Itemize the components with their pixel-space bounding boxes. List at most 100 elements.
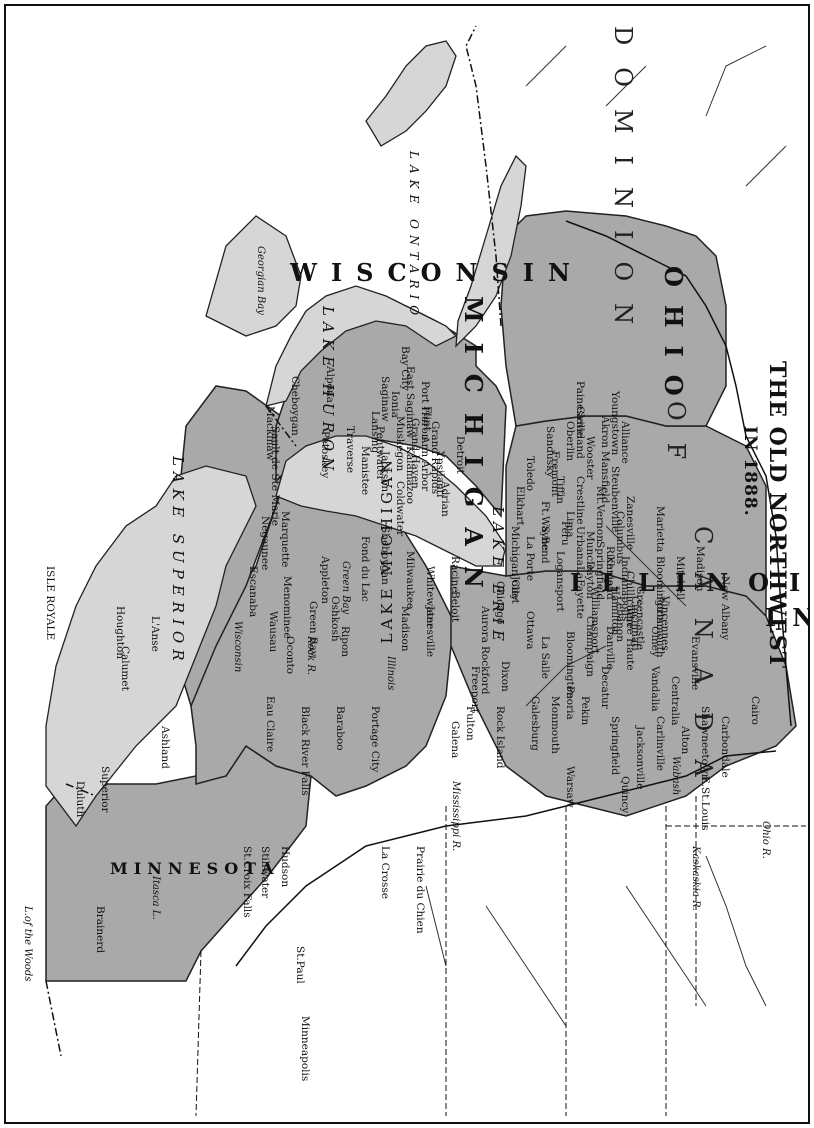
city-bay-city: Bay City: [399, 346, 411, 391]
mississippi-label: Mississippi R.: [450, 781, 461, 852]
georgian-bay-label: Georgian Bay: [255, 246, 266, 315]
city-st-croix-falls: St.Croix Falls: [241, 846, 253, 918]
city-elkhart: Elkhart: [514, 486, 526, 526]
city-superior: Superior: [99, 766, 111, 813]
city-new-albany: New Albany: [719, 576, 731, 641]
city-carbondale: Carbondale: [719, 716, 731, 778]
city-carlinville: Carlinville: [654, 716, 666, 772]
city-zanesville: Zanesville: [624, 496, 636, 551]
city-beloit: Beloit: [449, 591, 461, 623]
map-subtitle: IN 1888.: [740, 426, 760, 517]
city-monmouth: Monmouth: [549, 696, 561, 754]
state-indiana: INDIANA: [765, 603, 808, 632]
lake-of-woods-label: L.of the Woods: [22, 906, 33, 982]
city-urbana: Urbana: [574, 526, 586, 566]
city-ripon: Ripon: [339, 626, 351, 658]
city-shawneetown: Shawneetown: [699, 706, 711, 781]
city-pekin: Pekin: [579, 696, 591, 726]
city-logansport: Logansport: [554, 551, 566, 612]
lake-superior: [45, 465, 257, 828]
city-portsmouth: Portsmouth: [654, 596, 666, 658]
city-la-porte: La Porte: [524, 536, 536, 581]
city-manistee: Manistee: [359, 446, 371, 496]
map-drawing: [45, 25, 806, 1117]
city-racine: Racine: [449, 556, 461, 593]
city-st-paul: St.Paul: [294, 946, 306, 984]
city-jackson: Jackson: [379, 451, 391, 493]
city-coldwater: Coldwater: [394, 481, 406, 537]
city-warsaw: Warsaw: [564, 766, 576, 808]
city-minneapolis: Minneapolis: [299, 1016, 311, 1082]
state-borders-outer: [195, 796, 806, 1117]
city-la-salle: La Salle: [539, 636, 551, 679]
city-e-st-louis: E.St.Louis: [699, 776, 711, 831]
city-youngstown: Youngstown: [609, 391, 621, 456]
state-wisconsin: WISCONSIN: [290, 258, 584, 287]
city-crestline: Crestline: [574, 476, 586, 525]
city-portage-city: Portage City: [369, 706, 381, 773]
city-ft-wayne: Ft.Wayne: [539, 501, 551, 551]
city-cheboygan: Cheboygan: [289, 376, 301, 436]
city-ionia: Ionia: [389, 391, 401, 418]
kaskaskia-label: Kaskaskia R.: [690, 846, 701, 911]
city-vandalia: Vandalia: [649, 666, 661, 712]
city-aurora: Aurora: [479, 606, 491, 643]
georgian-bay: [205, 215, 302, 337]
label-layer: THE OLD NORTHWEST IN 1888. DOMINION OF C…: [8, 6, 808, 1122]
city-fond-du-lac: Fond du Lac: [359, 536, 371, 602]
city-wausau: Wausau: [267, 611, 279, 653]
city-rock-island: Rock Island: [494, 706, 506, 769]
city-detroit: Detroit: [454, 436, 466, 474]
ohio-river: [565, 220, 792, 727]
city-green-bay: Green Bay: [307, 601, 319, 657]
city-galena: Galena: [449, 721, 461, 759]
city-mackinaw: Mackinaw: [264, 406, 276, 461]
city-alpena: Alpena: [324, 366, 336, 403]
city-oshkosh: Oshkosh: [329, 596, 341, 642]
city-evansville: Evansville: [689, 636, 701, 691]
ohio-river-label: Ohio R.: [760, 821, 771, 859]
city-marquette: Marquette: [279, 511, 291, 568]
city-madison: Madison: [399, 606, 411, 652]
city-escanaba: Escanaba: [247, 566, 259, 618]
city-cairo: Cairo: [749, 696, 761, 725]
city-tiffin: Tiffin: [554, 476, 566, 504]
city-lanse: L'Anse: [149, 616, 161, 652]
city-painesville: Painesville: [574, 381, 586, 438]
green-bay-label: Green Bay: [340, 561, 351, 615]
wabash-label: Wabash: [670, 756, 681, 796]
city-centralia: Centralia: [669, 676, 681, 726]
city-baraboo: Baraboo: [334, 706, 346, 751]
city-quincy: Quincy: [619, 776, 631, 814]
city-lansing: Lansing: [369, 411, 381, 454]
map-frame: THE OLD NORTHWEST IN 1888. DOMINION OF C…: [4, 4, 810, 1124]
city-decatur: Decatur: [599, 666, 611, 709]
city-sandusky: Sandusky: [544, 426, 556, 478]
city-ashland: Ashland: [159, 726, 171, 769]
lake-ontario-label: LAKE ONTARIO: [407, 151, 421, 322]
mississippi-river: [235, 750, 777, 967]
city-houghton: Houghton: [114, 606, 126, 660]
city-brainerd: Brainerd: [94, 906, 106, 954]
city-toledo: Toledo: [524, 456, 536, 492]
lake-erie: [455, 154, 527, 348]
city-whitewater: Whitewater: [424, 566, 436, 629]
lake-superior-label: LAKE SUPERIOR: [169, 456, 187, 667]
city-wooster: Wooster: [584, 436, 596, 480]
lake-ontario: [365, 40, 457, 147]
city-marietta: Marietta: [654, 506, 666, 553]
city-flint: Flint: [421, 406, 433, 431]
lake-michigan: [275, 435, 507, 567]
itasca-label: Itasca L.: [150, 876, 161, 920]
city-chillicothe: Chillicothe: [624, 571, 636, 629]
city-alton: Alton: [679, 726, 691, 755]
lake-huron: [265, 285, 458, 407]
city-bloomington-il: Bloomington: [564, 631, 576, 699]
international-border: [45, 25, 502, 1057]
city-fulton: Fulton: [464, 706, 476, 741]
city-rockford: Rockford: [479, 646, 491, 695]
illinois-river-label: Illinois: [385, 656, 396, 691]
city-ottawa: Ottawa: [524, 611, 536, 650]
city-ann-arbor: Ann Arbor: [419, 436, 431, 492]
city-duluth: Duluth: [74, 781, 86, 818]
